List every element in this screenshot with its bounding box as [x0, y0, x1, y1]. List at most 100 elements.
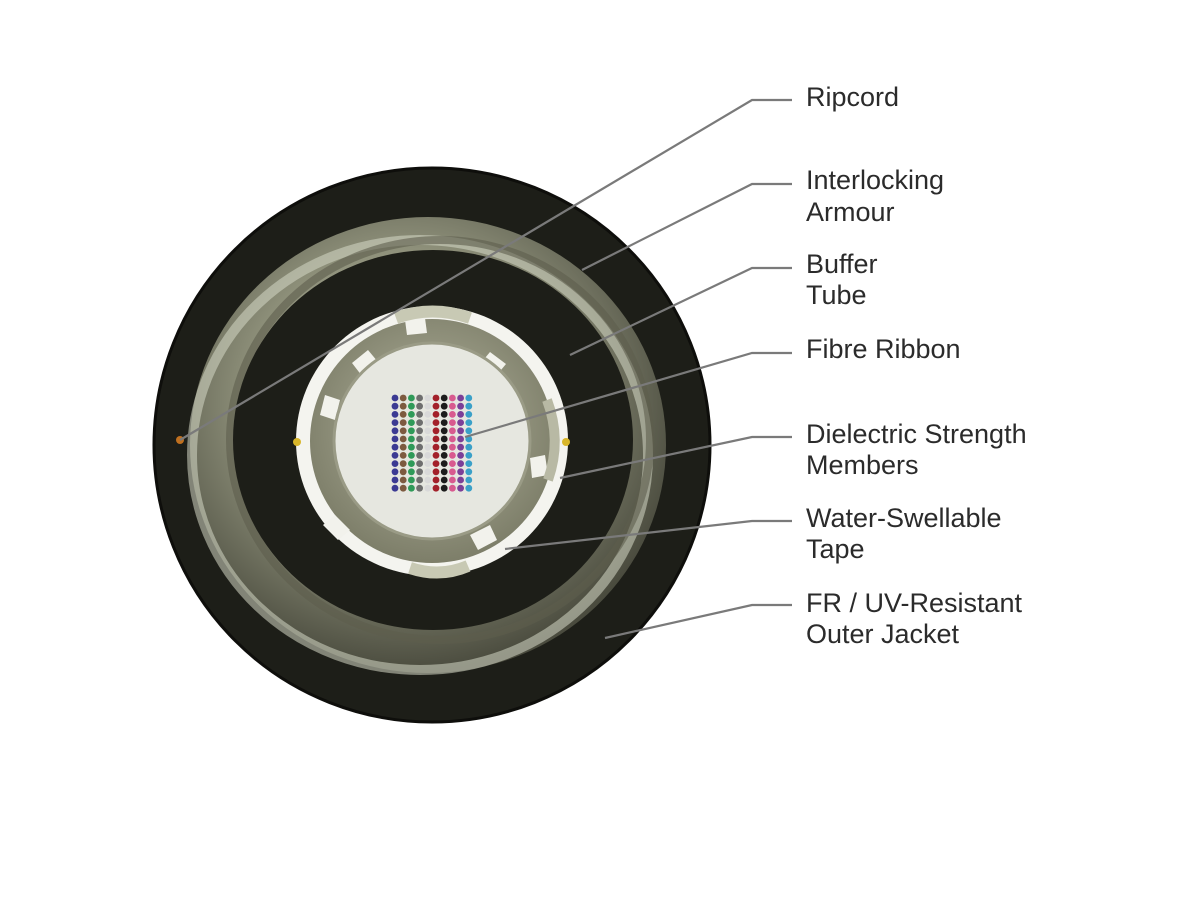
fibre-dot	[449, 484, 456, 492]
fibre-dot	[457, 476, 464, 484]
label-interlocking-armour: Interlocking Armour	[806, 165, 952, 227]
fibre-dot	[391, 443, 399, 451]
buffer-tube-layer	[296, 305, 568, 579]
fibre-dot	[465, 427, 473, 435]
fibre-dot	[449, 476, 456, 484]
fibre-dot	[449, 419, 456, 426]
fibre-dot	[457, 484, 464, 492]
fibre-dot	[424, 484, 432, 492]
fibre-dot	[399, 402, 407, 410]
leader-ripcord	[179, 98, 792, 441]
fibre-dot	[391, 452, 399, 459]
fibre-dot	[465, 402, 473, 410]
fibre-dot	[416, 484, 423, 492]
fibre-dot	[465, 476, 473, 484]
fibre-dot	[432, 435, 440, 443]
fibre-dot	[424, 468, 432, 476]
fibre-dot	[399, 484, 407, 492]
strength-member-dot-right	[562, 438, 570, 446]
fibre-dot	[440, 411, 448, 418]
fibre-dot	[391, 460, 399, 467]
fibre-dot	[399, 476, 407, 484]
fibre-dot	[457, 411, 464, 418]
label-dielectric-strength-members: Dielectric Strength Members	[806, 419, 1034, 480]
fibre-dot	[440, 427, 448, 435]
fibre-dot	[432, 452, 440, 459]
fibre-ribbon-grid	[391, 394, 473, 492]
fibre-dot	[465, 452, 473, 459]
fibre-dot	[465, 484, 473, 492]
fibre-dot	[440, 443, 448, 451]
fibre-dot	[449, 468, 456, 476]
fibre-dot	[457, 394, 464, 402]
fibre-dot	[416, 460, 423, 467]
fibre-dot	[432, 419, 440, 426]
fibre-dot	[424, 411, 432, 418]
fibre-dot	[408, 419, 415, 426]
fibre-dot	[424, 402, 432, 410]
fibre-dot	[391, 419, 399, 426]
fibre-dot	[440, 435, 448, 443]
strength-member-dot-left	[293, 438, 301, 446]
fibre-dot	[391, 427, 399, 435]
leader-interlocking-armour	[581, 182, 792, 271]
fibre-dot	[399, 435, 407, 443]
fibre-dot	[424, 460, 432, 467]
label-water-swellable-tape: Water-Swellable Tape	[806, 503, 1009, 564]
fibre-dot	[440, 402, 448, 410]
fibre-dot	[399, 419, 407, 426]
fibre-dot	[457, 435, 464, 443]
fibre-dot	[408, 394, 415, 402]
fibre-dot	[424, 476, 432, 484]
fibre-dot	[465, 419, 473, 426]
fibre-dot	[416, 394, 423, 402]
fibre-dot	[399, 468, 407, 476]
component-labels: Ripcord Interlocking Armour Buffer Tube …	[806, 82, 1034, 649]
fibre-dot	[416, 452, 423, 459]
fibre-dot	[391, 484, 399, 492]
fibre-dot	[449, 394, 456, 402]
fibre-dot	[465, 394, 473, 402]
fibre-dot	[440, 468, 448, 476]
leader-lines	[179, 98, 792, 640]
fibre-dot	[440, 452, 448, 459]
fibre-dot	[432, 402, 440, 410]
fibre-dot	[432, 443, 440, 451]
fibre-dot	[391, 435, 399, 443]
fibre-dot	[449, 411, 456, 418]
fibre-dot	[440, 476, 448, 484]
leader-outer-jacket	[604, 603, 792, 640]
fibre-dot	[449, 427, 456, 435]
fibre-dot	[440, 460, 448, 467]
fibre-dot	[465, 443, 473, 451]
fibre-dot	[408, 443, 415, 451]
fibre-dot	[432, 460, 440, 467]
fibre-dot	[416, 443, 423, 451]
fibre-dot	[432, 484, 440, 492]
fibre-dot	[424, 394, 432, 402]
fibre-dot	[457, 419, 464, 426]
fibre-dot	[424, 427, 432, 435]
label-ripcord: Ripcord	[806, 82, 899, 112]
fibre-dot	[399, 394, 407, 402]
fibre-dot	[424, 419, 432, 426]
fibre-dot	[457, 460, 464, 467]
leader-fibre-ribbon	[464, 351, 792, 439]
fibre-dot	[408, 452, 415, 459]
fibre-dot	[399, 460, 407, 467]
fibre-dot	[391, 402, 399, 410]
fibre-dot	[465, 460, 473, 467]
label-fibre-ribbon: Fibre Ribbon	[806, 334, 961, 364]
fibre-dot	[408, 427, 415, 435]
leader-dielectric-strength-members	[559, 435, 792, 480]
fibre-dot	[399, 443, 407, 451]
fibre-dot	[399, 411, 407, 418]
fibre-dot	[408, 468, 415, 476]
fibre-dot	[416, 476, 423, 484]
fibre-dot	[424, 452, 432, 459]
fibre-dot	[424, 443, 432, 451]
fibre-dot	[465, 411, 473, 418]
fibre-dot	[432, 476, 440, 484]
fibre-dot	[416, 427, 423, 435]
